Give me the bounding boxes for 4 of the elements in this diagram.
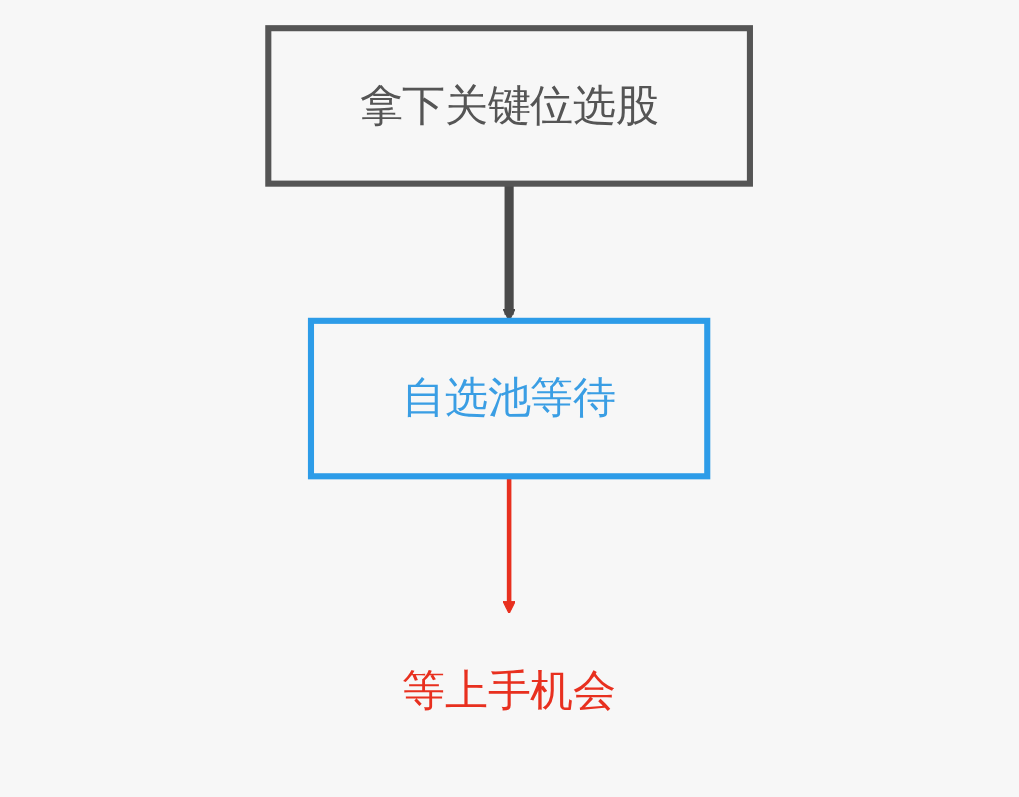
node-box: 自选池等待	[308, 317, 711, 480]
arrow	[502, 476, 517, 614]
node-text: 等上手机会	[402, 665, 617, 716]
node-box: 拿下关键位选股	[265, 25, 754, 187]
